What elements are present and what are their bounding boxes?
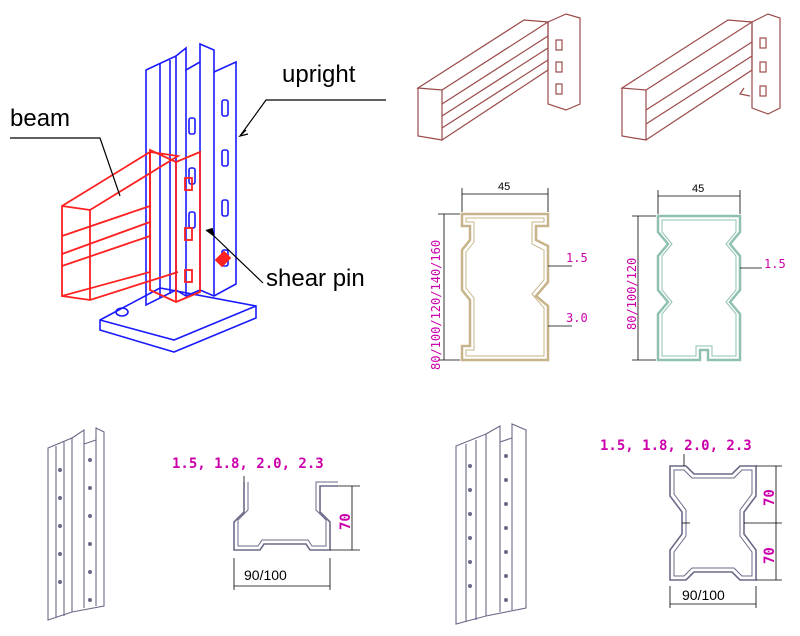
upright-label: upright bbox=[282, 61, 356, 88]
beam-b-thickness-dim: 1.5 bbox=[764, 257, 786, 271]
upright-b-thickness-dim: 1.5, 1.8, 2.0, 2.3 bbox=[600, 438, 752, 454]
beam-profile-b: 45 80/100/120 1.5 bbox=[625, 183, 786, 362]
upright-a-thickness-dim: 1.5, 1.8, 2.0, 2.3 bbox=[172, 456, 324, 472]
upright-profile-a: 1.5, 1.8, 2.0, 2.3 70 90/100 bbox=[172, 456, 360, 590]
upright-a-depth-dim: 70 bbox=[338, 513, 354, 530]
beam-a-width-dim: 45 bbox=[498, 181, 510, 193]
base-plate bbox=[99, 287, 257, 353]
beam-isometric-b bbox=[620, 13, 781, 141]
beam-b-width-dim: 45 bbox=[692, 183, 704, 195]
beam-label: beam bbox=[10, 105, 70, 132]
beam-a-flange-thickness-dim: 3.0 bbox=[566, 311, 588, 325]
beam-b-height-dim: 80/100/120 bbox=[625, 258, 639, 330]
upright-isometric-a bbox=[47, 427, 105, 621]
beam-a-height-dim: 80/100/120/140/160 bbox=[429, 240, 443, 370]
beam-profile-a: 45 80/100/120/140/160 1.5 3.0 bbox=[429, 181, 588, 370]
beam-isometric-a bbox=[416, 13, 581, 141]
beam-a-web-thickness-dim: 1.5 bbox=[566, 251, 588, 265]
upright-a-width-dim: 90/100 bbox=[244, 567, 287, 583]
upright-column bbox=[145, 42, 237, 307]
rack-assembly-drawing: upright beam shear pin bbox=[10, 42, 386, 353]
upright-b-width-dim: 90/100 bbox=[682, 587, 725, 603]
upright-isometric-b bbox=[455, 423, 527, 625]
upright-b-depth-top-dim: 70 bbox=[762, 489, 778, 506]
upright-profile-b: 1.5, 1.8, 2.0, 2.3 70 70 90/100 bbox=[600, 438, 782, 608]
upright-b-depth-bottom-dim: 70 bbox=[762, 547, 778, 564]
leader-lines bbox=[10, 99, 386, 284]
beam bbox=[61, 148, 232, 303]
shear-pin-label: shear pin bbox=[266, 265, 365, 292]
